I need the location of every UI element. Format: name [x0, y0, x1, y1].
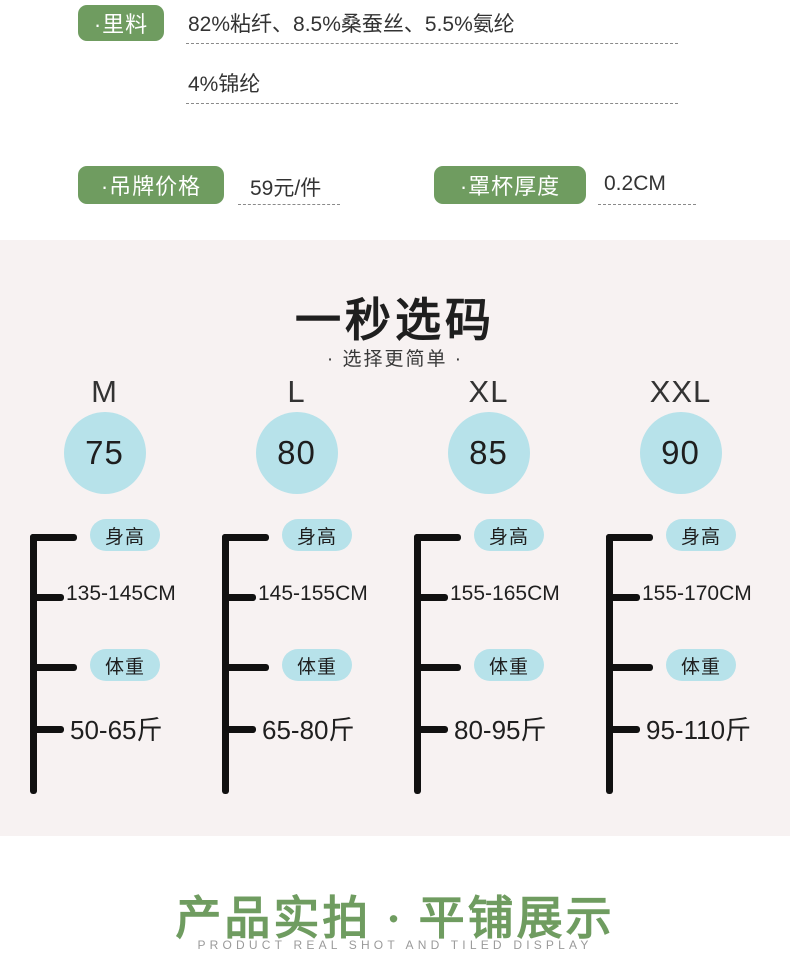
weight-tag-pill: 体重 [474, 649, 544, 681]
height-range-value: 135-145CM [66, 582, 176, 605]
cup-size-circle: 90 [639, 412, 722, 494]
bracket-icon [606, 534, 666, 794]
size-column-xxl[interactable]: XXL 90 身高 155-170CM 体重 95-110斤 [584, 374, 777, 814]
spec-area: ·里料 82%粘纤、8.5%桑蚕丝、5.5%氨纶 4%锦纶 ·吊牌价格 59元/… [0, 0, 790, 240]
height-range-value: 145-155CM [258, 582, 368, 605]
bracket-tick-height [30, 594, 64, 601]
lining-composition-line-2: 4%锦纶 [188, 73, 261, 96]
bracket-tick-weight [606, 726, 640, 733]
lining-divider-2 [186, 103, 678, 104]
bracket-tick-top [414, 534, 461, 541]
size-column-xl[interactable]: XL 85 身高 155-165CM 体重 80-95斤 [392, 374, 585, 814]
weight-range-value: 50-65斤 [70, 715, 163, 745]
height-tag-pill: 身高 [474, 519, 544, 551]
cup-thickness-label-badge: ·罩杯厚度 [434, 166, 586, 204]
tag-price-label-badge: ·吊牌价格 [78, 166, 224, 204]
bracket-tick-mid [30, 664, 77, 671]
cup-size-circle: 80 [255, 412, 338, 494]
lining-composition-line-1: 82%粘纤、8.5%桑蚕丝、5.5%氨纶 [188, 13, 515, 36]
size-letter: XXL [649, 374, 712, 409]
size-column-l[interactable]: L 80 身高 145-155CM 体重 65-80斤 [200, 374, 393, 814]
bracket-tick-height [606, 594, 640, 601]
bracket-tick-top [222, 534, 269, 541]
cup-thickness-divider [598, 204, 696, 205]
size-selection-panel: 一秒选码 · 选择更简单 · M 75 身高 135-145CM 体重 50-6… [0, 240, 790, 836]
bracket-icon [222, 534, 282, 794]
bracket-tick-mid [414, 664, 461, 671]
bracket-tick-weight [414, 726, 448, 733]
tag-price-value: 59元/件 [250, 177, 322, 200]
weight-range-value: 65-80斤 [262, 715, 355, 745]
bracket-tick-height [414, 594, 448, 601]
banner-subtitle: PRODUCT REAL SHOT AND TILED DISPLAY [197, 938, 593, 952]
bracket-tick-mid [222, 664, 269, 671]
bracket-tick-height [222, 594, 256, 601]
height-tag-pill: 身高 [282, 519, 352, 551]
bracket-tick-top [30, 534, 77, 541]
height-range-value: 155-165CM [450, 582, 560, 605]
weight-tag-pill: 体重 [282, 649, 352, 681]
size-letter: XL [468, 374, 509, 409]
height-tag-pill: 身高 [90, 519, 160, 551]
height-tag-pill: 身高 [666, 519, 736, 551]
bracket-tick-weight [30, 726, 64, 733]
size-column-m[interactable]: M 75 身高 135-145CM 体重 50-65斤 [8, 374, 201, 814]
size-letter: M [91, 374, 118, 409]
size-panel-title: 一秒选码 [295, 294, 495, 346]
size-panel-subtitle: · 选择更简单 · [326, 349, 464, 370]
bracket-tick-mid [606, 664, 653, 671]
tag-price-divider [238, 204, 340, 205]
height-range-value: 155-170CM [642, 582, 752, 605]
lining-label-badge: ·里料 [78, 5, 164, 41]
banner-title: 产品实拍 · 平铺展示 [175, 893, 615, 944]
weight-range-value: 80-95斤 [454, 715, 547, 745]
bottom-banner: 产品实拍 · 平铺展示 PRODUCT REAL SHOT AND TILED … [0, 836, 790, 956]
bracket-icon [414, 534, 474, 794]
weight-range-value: 95-110斤 [646, 715, 752, 745]
cup-size-circle: 85 [447, 412, 530, 494]
bracket-icon [30, 534, 90, 794]
cup-size-circle: 75 [63, 412, 146, 494]
weight-tag-pill: 体重 [90, 649, 160, 681]
lining-divider-1 [186, 43, 678, 44]
weight-tag-pill: 体重 [666, 649, 736, 681]
bracket-tick-weight [222, 726, 256, 733]
size-letter: L [287, 374, 306, 409]
cup-thickness-value: 0.2CM [604, 172, 666, 195]
bracket-tick-top [606, 534, 653, 541]
